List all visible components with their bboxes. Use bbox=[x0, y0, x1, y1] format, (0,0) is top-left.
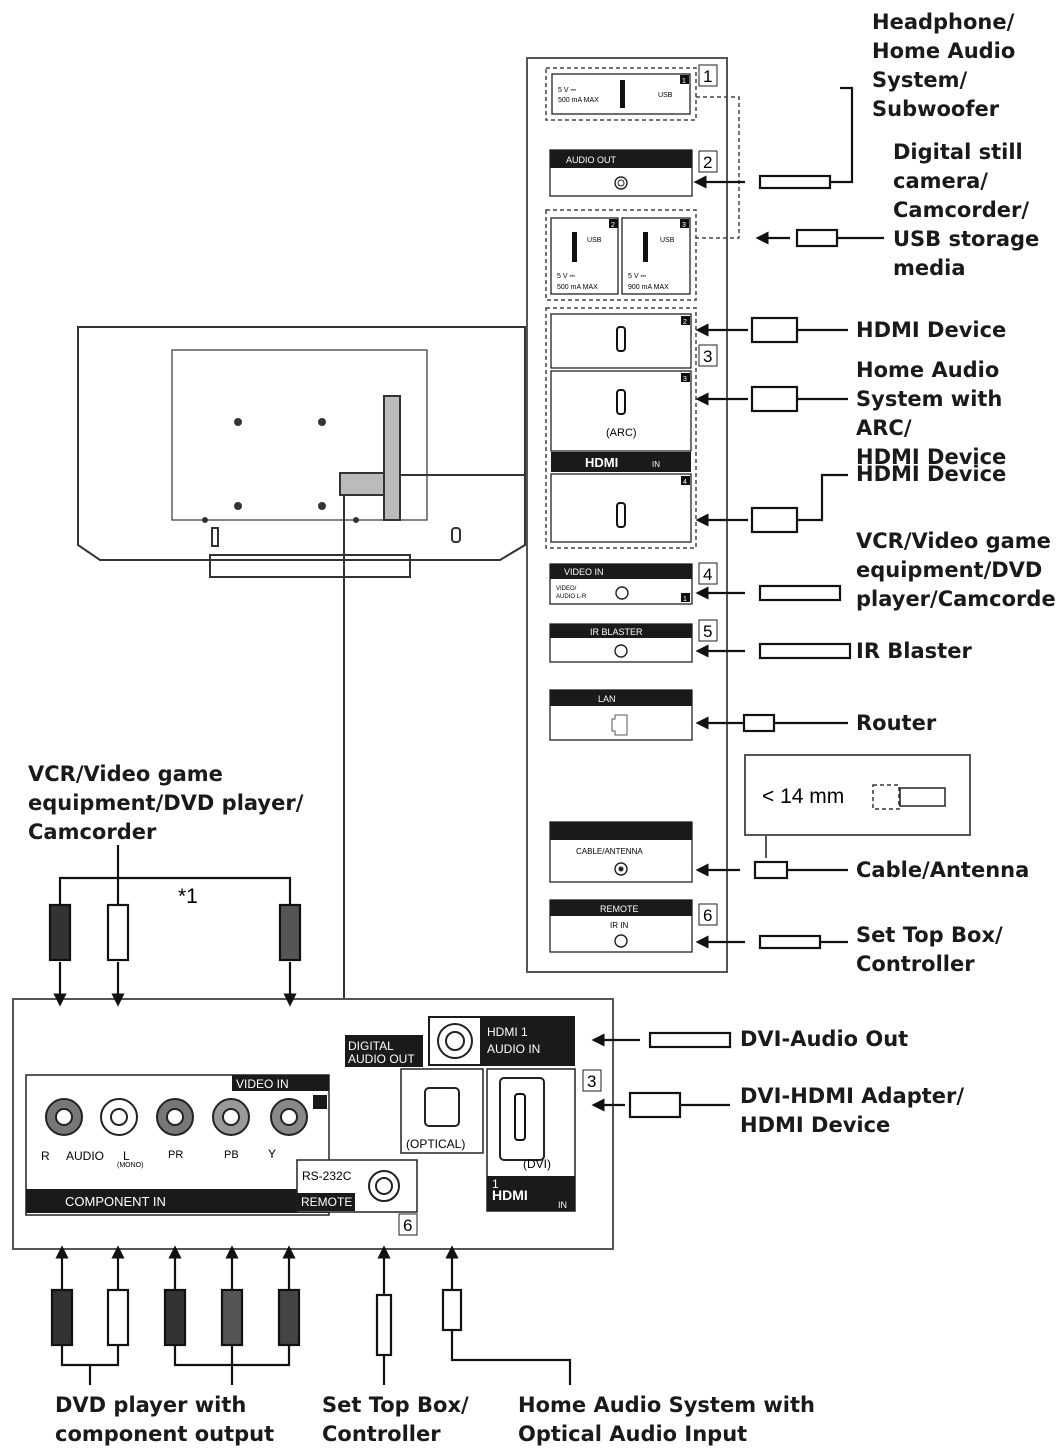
audio-r-label: R bbox=[41, 1149, 50, 1163]
num-box-6: 6 bbox=[703, 906, 712, 925]
hdmi4-port-number: 4 bbox=[683, 479, 687, 486]
num-box-6-bottom: 6 bbox=[403, 1216, 412, 1235]
remote-side: REMOTE bbox=[600, 904, 639, 914]
num-box-3-bottom: 3 bbox=[587, 1072, 596, 1091]
dvi-label: (DVI) bbox=[523, 1157, 551, 1171]
hdmi1-audio-in-1: HDMI 1 bbox=[487, 1025, 528, 1039]
label-vcr-right: VCR/Video game equipment/DVD player/Camc… bbox=[856, 529, 1056, 611]
label-dvi-hdmi-adapter: DVI-HDMI Adapter/ HDMI Device bbox=[740, 1084, 965, 1137]
label-vcr-left: VCR/Video game equipment/DVD player/ Cam… bbox=[28, 762, 304, 844]
hdmi3-port-number: 3 bbox=[683, 376, 687, 383]
mono-label: (MONO) bbox=[117, 1162, 143, 1169]
label-router: Router bbox=[856, 711, 937, 735]
cable-antenna-panel-label: CABLE/ANTENNA bbox=[576, 847, 643, 856]
usb2-label: USB bbox=[587, 237, 602, 244]
hdmi-in-side: IN bbox=[652, 460, 660, 469]
usb1-current: 500 mA MAX bbox=[558, 97, 599, 104]
num-box-3: 3 bbox=[703, 347, 712, 366]
audio-label: AUDIO bbox=[66, 1149, 104, 1163]
label-set-top-box-right: Set Top Box/ Controller bbox=[856, 923, 1003, 976]
ir-blaster-panel-label: IR BLASTER bbox=[590, 627, 643, 637]
num-box-5: 5 bbox=[703, 622, 712, 641]
side-cables bbox=[693, 86, 884, 950]
num-box-1: 1 bbox=[703, 67, 712, 86]
component-in-label: COMPONENT IN bbox=[65, 1194, 166, 1209]
pr-label: PR bbox=[168, 1149, 183, 1161]
label-hdmi-device-2: HDMI Device bbox=[856, 462, 1007, 486]
remote-bottom: REMOTE bbox=[301, 1195, 352, 1209]
optical-label: (OPTICAL) bbox=[406, 1137, 465, 1151]
digital-audio-out-1: DIGITAL bbox=[348, 1039, 394, 1053]
usb2-port-number: 2 bbox=[611, 222, 615, 229]
label-headphone: Headphone/ Home Audio System/ Subwoofer bbox=[872, 10, 1016, 121]
video-in-port-number: 1 bbox=[683, 596, 687, 603]
label-dvi-audio-out: DVI-Audio Out bbox=[740, 1027, 909, 1051]
usb2-power: 5 V ⎓ bbox=[557, 273, 575, 280]
footnote-label: *1 bbox=[178, 885, 198, 908]
label-hdmi-device-1: HDMI Device bbox=[856, 318, 1007, 342]
size-callout bbox=[744, 754, 971, 858]
pb-label: PB bbox=[224, 1149, 239, 1161]
size-note: < 14 mm bbox=[762, 785, 844, 808]
ir-in-side: IR IN bbox=[610, 921, 628, 930]
video-audio-side: VIDEO/AUDIO L-R bbox=[556, 586, 587, 600]
usb1-label: USB bbox=[658, 92, 673, 99]
audio-out-label: AUDIO OUT bbox=[566, 155, 617, 165]
usb-dashed-link bbox=[696, 96, 740, 239]
label-cable-antenna: Cable/Antenna bbox=[856, 858, 1030, 882]
usb1-power: 5 V ⎓ bbox=[558, 87, 576, 94]
hdmi2-port-number: 2 bbox=[683, 319, 687, 326]
hdmi-logo-side: HDMI bbox=[585, 455, 618, 470]
label-home-audio-arc: Home Audio System with ARC/ HDMI Device bbox=[856, 358, 1007, 469]
label-ir-blaster: IR Blaster bbox=[856, 639, 972, 663]
lan-label: LAN bbox=[598, 694, 616, 704]
hdmi-in-bottom: IN bbox=[558, 1200, 567, 1210]
usb3-current: 900 mA MAX bbox=[628, 284, 669, 291]
rs232c-label: RS-232C bbox=[302, 1169, 352, 1183]
hdmi-logo-bottom: HDMI bbox=[492, 1187, 528, 1203]
num-box-2: 2 bbox=[703, 153, 712, 172]
y-label: Y bbox=[268, 1147, 276, 1161]
usb3-power: 5 V ⎓ bbox=[628, 273, 646, 280]
label-dvd-component: DVD player with component output bbox=[55, 1393, 275, 1446]
hdmi-num-bottom: 1 bbox=[492, 1177, 499, 1191]
usb3-port-number: 3 bbox=[682, 222, 686, 229]
label-digital-camera: Digital still camera/ Camcorder/ USB sto… bbox=[893, 140, 1040, 280]
digital-audio-out-2: AUDIO OUT bbox=[348, 1052, 415, 1066]
tv-rear-view bbox=[77, 326, 528, 1000]
hdmi1-audio-in-2: AUDIO IN bbox=[487, 1042, 540, 1056]
audio-l-label: L bbox=[123, 1149, 130, 1163]
bottom-panel: COMPONENT IN VIDEO IN 2 R AUDIO L (MONO)… bbox=[12, 998, 614, 1250]
usb1-port-number: 1 bbox=[682, 78, 686, 85]
label-set-top-box-bottom: Set Top Box/ Controller bbox=[322, 1393, 469, 1446]
num-box-4: 4 bbox=[703, 565, 712, 584]
bottom-cables bbox=[48, 845, 732, 1385]
label-home-audio-optical: Home Audio System with Optical Audio Inp… bbox=[518, 1393, 815, 1446]
arc-label: (ARC) bbox=[606, 427, 637, 439]
video-in-side: VIDEO IN bbox=[564, 567, 604, 577]
usb2-current: 500 mA MAX bbox=[557, 284, 598, 291]
video-in-bottom: VIDEO IN bbox=[236, 1077, 289, 1091]
usb3-label: USB bbox=[660, 237, 675, 244]
side-panel: 5 V ⎓ 500 mA MAX USB 1 AUDIO OUT USB 5 V… bbox=[526, 57, 728, 973]
